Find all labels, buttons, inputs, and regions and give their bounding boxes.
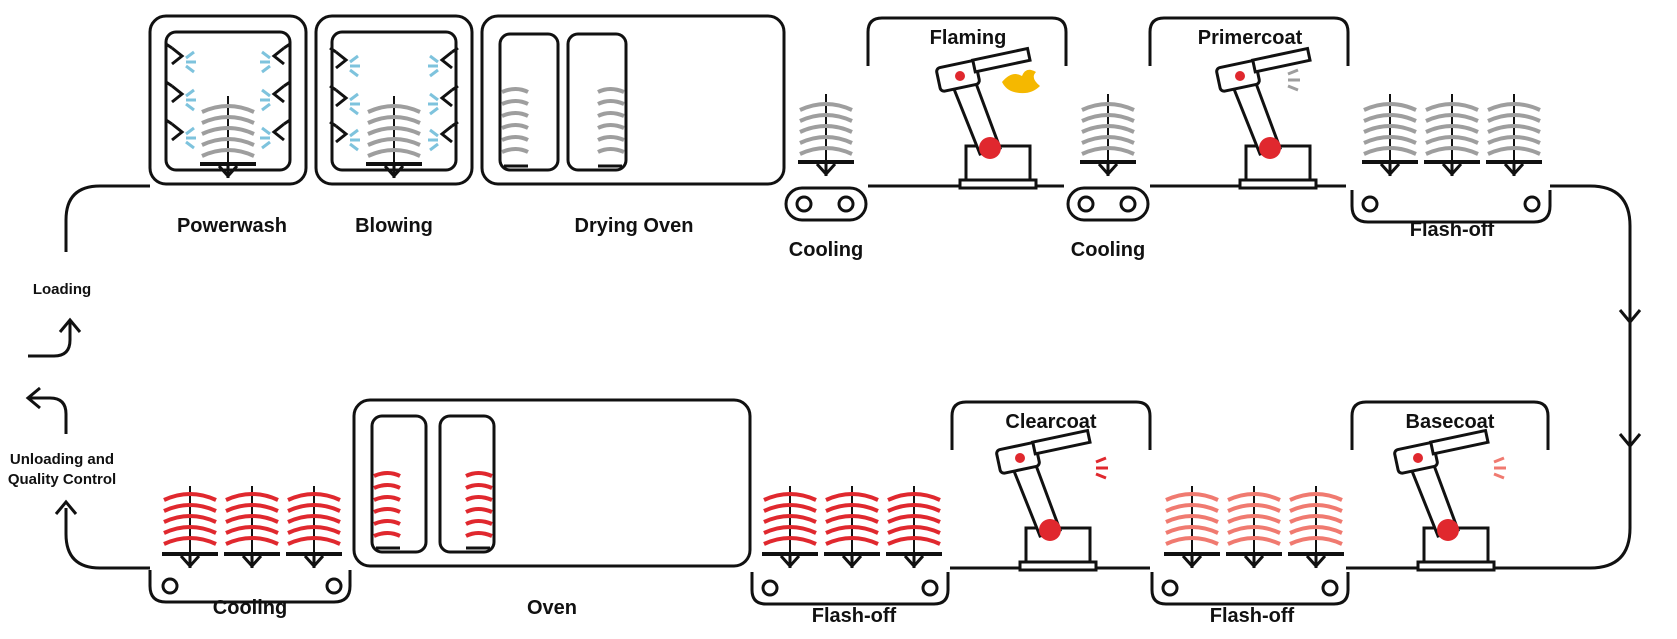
loading-label: Loading — [33, 281, 91, 298]
unloading-label-line2: Quality Control — [8, 471, 116, 488]
part-rack-icon — [284, 484, 344, 570]
roller-icon — [1361, 195, 1379, 213]
part-rack-icon — [1286, 484, 1346, 570]
spray-icon — [1287, 68, 1300, 92]
part-rack-icon — [160, 484, 220, 570]
drying-oven-station: Drying Oven — [480, 14, 786, 237]
roller-icon — [1077, 195, 1095, 213]
part-rack-icon — [1484, 92, 1544, 178]
oven-station: Oven — [352, 398, 752, 619]
unloading-label-line1: Unloading and — [10, 451, 114, 468]
part-rack-icon — [822, 484, 882, 570]
flash-off-bottom-mid-station: Flash-off — [750, 484, 950, 627]
roller-icon — [1523, 195, 1541, 213]
cooling-bottom-station: Cooling — [148, 484, 352, 619]
part-rack-icon — [1422, 92, 1482, 178]
basecoat-station: Basecoat — [1350, 400, 1550, 572]
roller-icon — [1321, 579, 1339, 597]
basecoat-label: Basecoat — [1406, 411, 1495, 433]
flash-off-top-label: Flash-off — [1410, 219, 1495, 241]
robot-arm-icon — [934, 46, 1038, 190]
roller-icon — [795, 195, 813, 213]
spray-icon — [1493, 456, 1506, 480]
part-rack-icon — [1224, 484, 1284, 570]
roller-icon — [921, 579, 939, 597]
primercoat-label: Primercoat — [1198, 27, 1303, 49]
part-rack-icon — [760, 484, 820, 570]
roller-icon — [161, 577, 179, 595]
cooling-station-2: Cooling — [1066, 92, 1150, 261]
robot-arm-icon — [994, 428, 1098, 572]
powerwash-station: Powerwash — [148, 14, 308, 237]
blowing-station: Blowing — [314, 14, 474, 237]
blowing-label: Blowing — [355, 215, 433, 237]
drying-oven-label: Drying Oven — [575, 215, 694, 237]
roller-icon — [1119, 195, 1137, 213]
cooling-bottom-label: Cooling — [213, 597, 287, 619]
flash-off-bottom-right-label: Flash-off — [1210, 605, 1295, 627]
powerwash-label: Powerwash — [177, 215, 287, 237]
flame-icon — [1002, 69, 1040, 94]
part-rack-icon — [222, 484, 282, 570]
roller-icon — [325, 577, 343, 595]
oven-label: Oven — [527, 597, 577, 619]
cooling-station-1: Cooling — [784, 92, 868, 261]
part-rack-icon — [796, 92, 856, 178]
primercoat-station: Primercoat — [1148, 16, 1350, 190]
flaming-label: Flaming — [930, 27, 1007, 49]
part-rack-icon — [1162, 484, 1222, 570]
part-rack-icon — [1078, 92, 1138, 178]
roller-icon — [837, 195, 855, 213]
cooling-1-label: Cooling — [789, 239, 863, 261]
flaming-station: Flaming — [866, 16, 1068, 190]
part-rack-icon — [1360, 92, 1420, 178]
clearcoat-station: Clearcoat — [950, 400, 1152, 572]
roller-icon — [1161, 579, 1179, 597]
robot-arm-icon — [1392, 428, 1496, 572]
robot-arm-icon — [1214, 46, 1318, 190]
flash-off-bottom-right-station: Flash-off — [1150, 484, 1350, 627]
part-rack-icon — [884, 484, 944, 570]
clearcoat-label: Clearcoat — [1005, 411, 1096, 433]
spray-icon — [1095, 456, 1108, 480]
flash-off-bottom-mid-label: Flash-off — [812, 605, 897, 627]
flash-off-top-station: Flash-off — [1350, 92, 1552, 241]
roller-icon — [761, 579, 779, 597]
cooling-2-label: Cooling — [1071, 239, 1145, 261]
